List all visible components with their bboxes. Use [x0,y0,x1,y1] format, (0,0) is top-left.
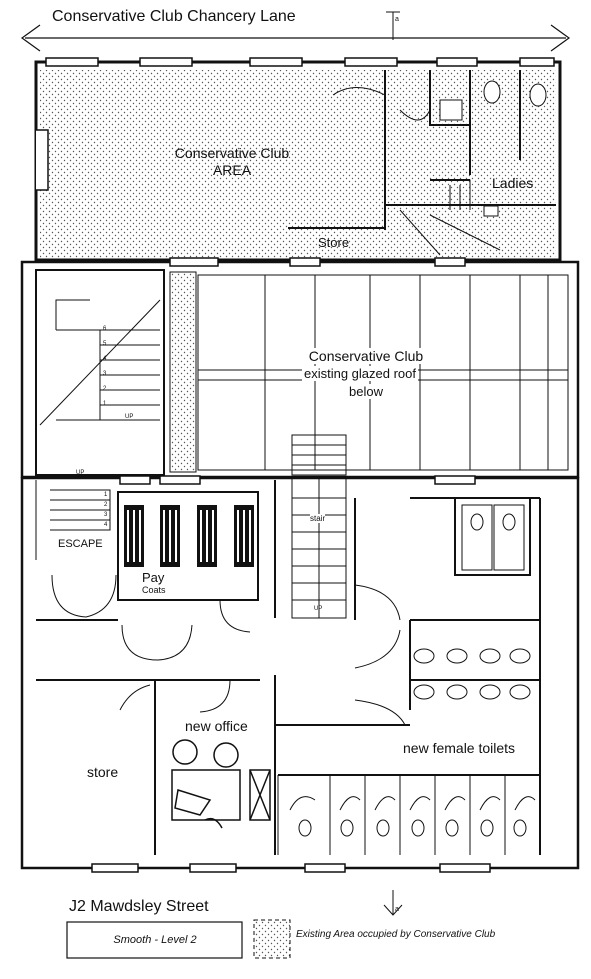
room-label-coats: Coats [142,585,166,595]
stair-step-3: 3 [103,371,107,377]
roof-label-3: below [347,384,385,399]
stair-step-4: 4 [103,356,107,362]
club-area-label-1: Conservative Club [174,145,290,161]
room-label-store-top: Store [318,235,350,250]
middle-band [20,257,580,479]
room-label-pay: Pay [142,570,165,585]
section-markers [383,11,403,916]
club-area-top [34,57,562,262]
club-area-label-2: AREA [212,162,252,178]
street-arrow-top [20,24,571,52]
stair-step-6: 6 [103,326,107,332]
escape-step-2: 2 [104,502,108,508]
stair-up-left: UP [125,414,134,420]
stair-label-center: stair [310,514,326,523]
room-label-ladies: Ladies [492,175,534,191]
level-box-label: Smooth - Level 2 [113,934,197,946]
room-label-new-female-toilets: new female toilets [403,740,516,756]
street-name-bottom: J2 Mawdsley Street [69,898,209,915]
escape-step-3: 3 [104,512,108,518]
room-label-new-office: new office [185,718,248,734]
lower-floor [20,475,580,873]
legend-label: Existing Area occupied by Conservative C… [296,929,496,940]
escape-step-4: 4 [104,522,108,528]
escape-step-1: 1 [104,492,108,498]
stair-up-escape: UP [76,470,85,476]
section-marker-bottom: a [395,906,399,913]
legend-block [66,919,291,959]
stair-step-5: 5 [103,341,107,347]
roof-label-1: Conservative Club [306,348,426,364]
section-marker-top: a [395,16,399,23]
stair-step-1: 1 [103,401,107,407]
roof-label-2: existing glazed roof [301,366,419,381]
stair-step-2: 2 [103,386,107,392]
street-name-top: Conservative Club Chancery Lane [52,8,296,25]
room-label-escape: ESCAPE [58,538,103,550]
stair-up-center: UP [314,606,323,612]
room-label-store-bottom: store [87,764,119,780]
